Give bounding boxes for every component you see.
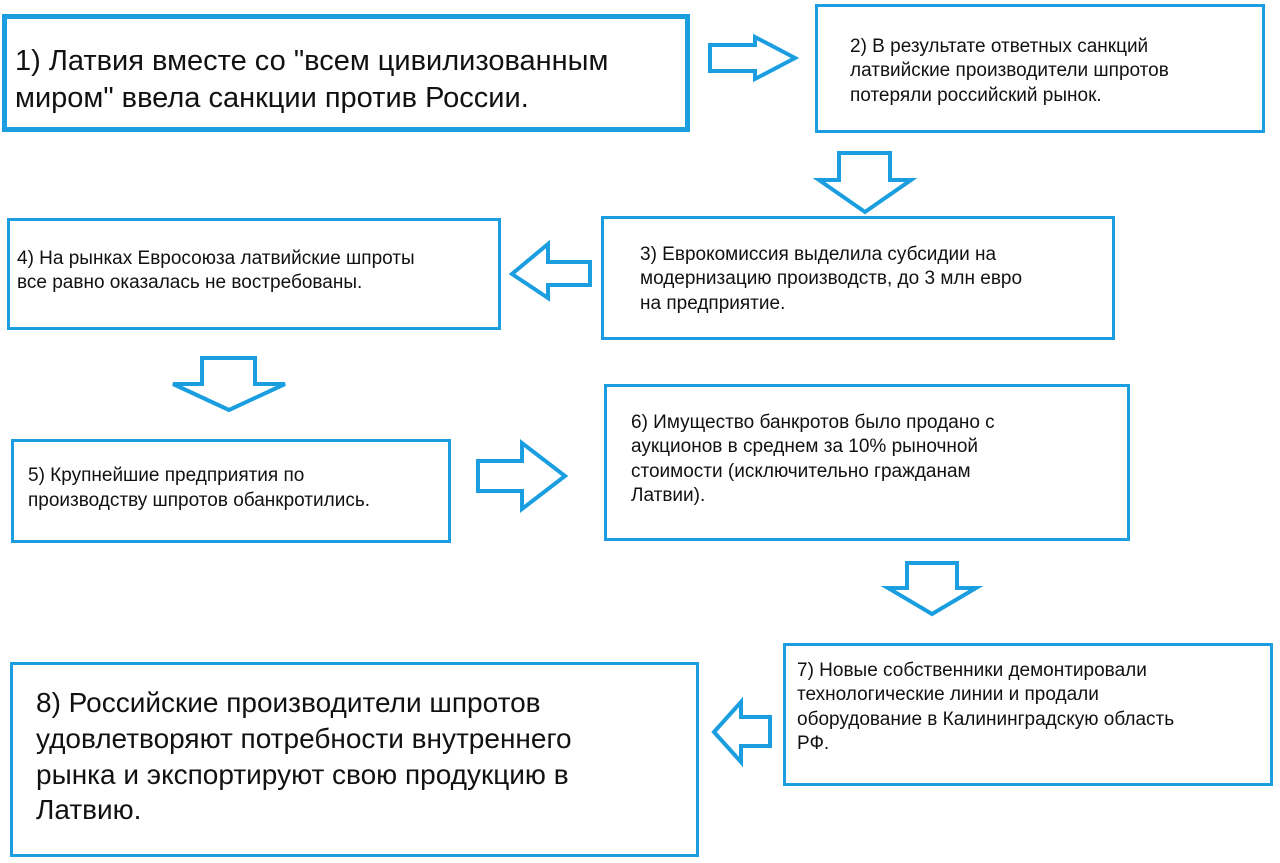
- step-1-box: 1) Латвия вместе со "всем цивилизованным…: [2, 14, 690, 132]
- step-8-box: 8) Российские производители шпротов удов…: [10, 662, 699, 857]
- step-3-text: 3) Еврокомиссия выделила субсидии на мод…: [640, 244, 1023, 314]
- step-1-text: 1) Латвия вместе со "всем цивилизованным…: [15, 45, 609, 114]
- arrow-7-to-8: [711, 696, 772, 768]
- step-7-text: 7) Новые собственники демонтировали техн…: [797, 660, 1175, 754]
- step-5-text: 5) Крупнейшие предприятия по производств…: [28, 465, 370, 511]
- arrow-2-to-3: [812, 151, 918, 215]
- step-4-box: 4) На рынках Евросоюза латвийские шпроты…: [7, 218, 501, 330]
- step-6-box: 6) Имущество банкротов было продано с ау…: [604, 384, 1130, 541]
- step-8-text: 8) Российские производители шпротов удов…: [36, 687, 572, 826]
- step-5-box: 5) Крупнейшие предприятия по производств…: [11, 439, 451, 543]
- arrow-4-to-5: [172, 356, 286, 413]
- step-3-box: 3) Еврокомиссия выделила субсидии на мод…: [601, 216, 1115, 340]
- arrow-1-to-2: [708, 33, 800, 83]
- arrow-3-to-4: [508, 239, 592, 302]
- arrow-5-to-6: [476, 438, 569, 514]
- step-6-text: 6) Имущество банкротов было продано с ау…: [631, 412, 995, 506]
- arrow-6-to-7: [880, 561, 984, 617]
- step-4-text: 4) На рынках Евросоюза латвийские шпроты…: [17, 248, 415, 293]
- step-2-text: 2) В результате ответных санкций латвийс…: [850, 36, 1169, 106]
- step-2-box: 2) В результате ответных санкций латвийс…: [815, 4, 1265, 133]
- step-7-box: 7) Новые собственники демонтировали техн…: [783, 643, 1273, 786]
